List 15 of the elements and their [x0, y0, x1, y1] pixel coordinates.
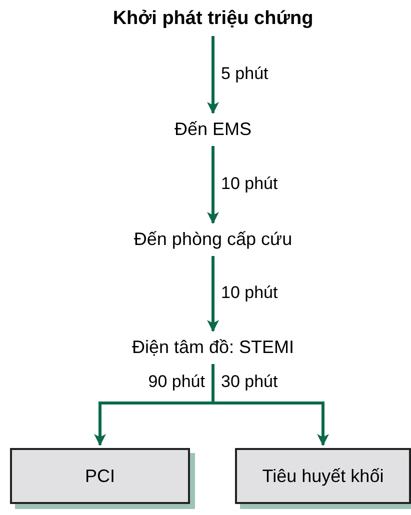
step-label: Đến EMS — [174, 116, 252, 142]
start-heading: Khởi phát triệu chứng — [112, 6, 314, 32]
edge-label: 90 phút — [148, 370, 205, 392]
process-box: PCI — [10, 448, 190, 504]
step-label: Điện tâm đồ: STEMI — [132, 334, 294, 360]
arrow — [207, 256, 219, 332]
edge-label: 10 phút — [221, 173, 278, 195]
arrow — [207, 146, 219, 224]
arrow — [212, 364, 329, 446]
edge-label: 10 phút — [221, 282, 278, 304]
edge-label: 5 phút — [221, 63, 268, 85]
arrow — [207, 36, 219, 114]
step-label: Đến phòng cấp cứu — [134, 226, 292, 252]
process-box: Tiêu huyết khối — [235, 448, 411, 504]
edge-label: 30 phút — [221, 370, 278, 392]
